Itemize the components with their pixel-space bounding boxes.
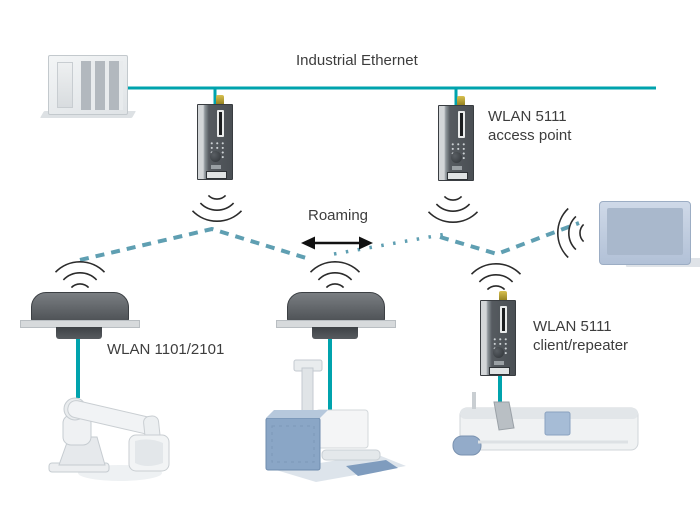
access-point-1-device bbox=[197, 95, 233, 180]
device-slot bbox=[500, 306, 507, 333]
client-repeater-label-line1: WLAN 5111 bbox=[533, 318, 612, 335]
wifi-signal-icon bbox=[470, 262, 522, 291]
dome-collar bbox=[56, 327, 102, 339]
device-tag bbox=[452, 166, 462, 170]
assembly-machine-illustration bbox=[265, 359, 406, 482]
wifi-signal-icon bbox=[309, 260, 361, 289]
ethernet-trunk-line bbox=[104, 86, 656, 106]
access-point-label-line2: access point bbox=[488, 127, 572, 144]
access-point-label: WLAN 5111 access point bbox=[488, 107, 571, 145]
antenna-connector-icon bbox=[499, 291, 507, 301]
robot-arm-illustration bbox=[48, 397, 170, 481]
wireless-link-lines bbox=[79, 221, 580, 262]
ceiling-antenna-label: WLAN 1101/2101 bbox=[107, 341, 225, 358]
access-point-label-line1: WLAN 5111 bbox=[488, 108, 567, 125]
access-point-2-device bbox=[438, 96, 474, 181]
plc-controller bbox=[48, 55, 128, 115]
antenna-connector-icon bbox=[216, 95, 224, 105]
dome-antenna-left-device bbox=[20, 292, 140, 340]
plc-io-modules bbox=[81, 61, 123, 110]
double-headed-arrow-icon bbox=[301, 236, 373, 250]
device-slot bbox=[217, 110, 224, 137]
processing-machine-illustration bbox=[452, 392, 639, 456]
antenna-connector-icon bbox=[457, 96, 465, 106]
ethernet-label: Industrial Ethernet bbox=[296, 52, 418, 69]
dome-collar bbox=[312, 327, 358, 339]
device-label-strip bbox=[206, 171, 227, 179]
dome-cap bbox=[31, 292, 129, 324]
dome-antenna-middle-device bbox=[276, 292, 396, 340]
wifi-signal-icon bbox=[54, 260, 106, 289]
device-slot bbox=[458, 111, 465, 138]
device-tag bbox=[494, 361, 504, 365]
device-tag bbox=[211, 165, 221, 169]
client-repeater-device bbox=[480, 291, 516, 376]
plc-cpu-module bbox=[57, 62, 73, 108]
device-button bbox=[451, 152, 462, 163]
wifi-signal-icon bbox=[556, 207, 585, 259]
device-button bbox=[210, 151, 221, 162]
wifi-signal-icon bbox=[191, 194, 243, 223]
panel-screen bbox=[607, 208, 683, 255]
device-label-strip bbox=[447, 172, 468, 180]
wifi-signal-icon bbox=[427, 195, 479, 224]
roaming-label: Roaming bbox=[307, 207, 369, 224]
client-repeater-label: WLAN 5111 client/repeater bbox=[533, 317, 628, 355]
device-button bbox=[493, 347, 504, 358]
mobile-panel-device bbox=[599, 201, 691, 265]
client-repeater-label-line2: client/repeater bbox=[533, 337, 629, 354]
device-label-strip bbox=[489, 367, 510, 375]
